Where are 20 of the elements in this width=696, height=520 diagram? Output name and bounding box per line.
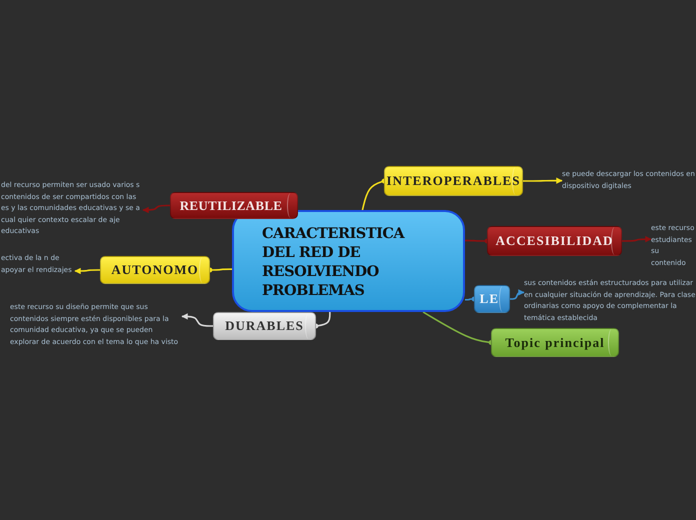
- connector-line: [181, 313, 213, 327]
- central-topic-box: CARACTERISTICA DEL RED DE RESOLVIENDO PROBLEMAS: [232, 210, 465, 312]
- connector-line: [74, 268, 100, 274]
- topic-capsule: Topic principal: [491, 328, 619, 357]
- topic-capsule: REUTILIZABLE: [170, 192, 298, 219]
- connector-line: [208, 268, 232, 272]
- connector-line: [422, 311, 494, 345]
- connector-line: [523, 178, 563, 184]
- topic-capsule: AUTONOMO: [100, 256, 210, 284]
- topic-capsule: INTEROPERABLES: [384, 166, 523, 196]
- topic-capsule: ACCESIBILIDAD: [487, 226, 622, 256]
- connector-line: [510, 289, 525, 300]
- connector-line: [314, 312, 331, 328]
- connector-line: [465, 238, 490, 244]
- connector-line: [464, 296, 476, 302]
- connector-line: [622, 236, 652, 242]
- topic-capsule: LE: [474, 285, 510, 313]
- topic-capsule: DURABLES: [213, 312, 316, 340]
- connector-line: [142, 204, 170, 214]
- connector-line: [362, 178, 386, 210]
